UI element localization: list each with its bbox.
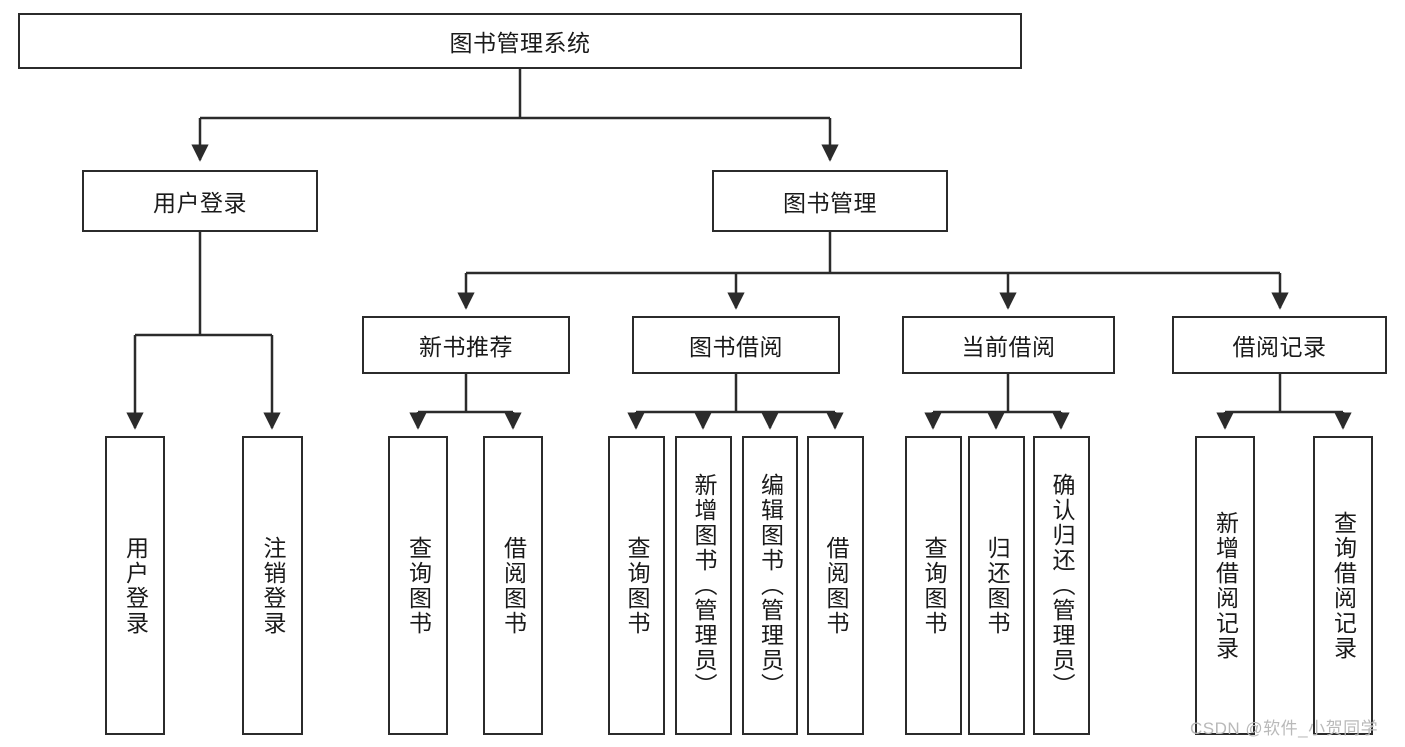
node-label: 注销登录 bbox=[260, 535, 286, 636]
node-root[interactable]: 图书管理系统 bbox=[18, 13, 1022, 69]
node-label: 确认归还（管理员） bbox=[1049, 473, 1075, 698]
node-label: 借阅记录 bbox=[1232, 334, 1327, 360]
node-label: 新书推荐 bbox=[419, 334, 513, 360]
leaf-edit-book-admin[interactable]: 编辑图书（管理员） bbox=[742, 436, 798, 735]
node-label: 新增图书（管理员） bbox=[691, 473, 717, 698]
node-user-login[interactable]: 用户登录 bbox=[82, 170, 318, 232]
node-label: 编辑图书（管理员） bbox=[757, 473, 784, 698]
leaf-confirm-return-admin[interactable]: 确认归还（管理员） bbox=[1033, 436, 1090, 735]
node-label: 查询借阅记录 bbox=[1330, 510, 1357, 661]
node-label: 当前借阅 bbox=[961, 334, 1056, 360]
node-label: 查询图书 bbox=[921, 535, 947, 636]
leaf-query-borrow-record[interactable]: 查询借阅记录 bbox=[1313, 436, 1373, 735]
node-label: 查询图书 bbox=[624, 535, 650, 636]
node-label: 新增借阅记录 bbox=[1212, 510, 1239, 661]
leaf-borrow-book[interactable]: 借阅图书 bbox=[807, 436, 864, 735]
node-new-book-recommend[interactable]: 新书推荐 bbox=[362, 316, 570, 374]
leaf-query-book-current[interactable]: 查询图书 bbox=[905, 436, 962, 735]
node-label: 归还图书 bbox=[984, 535, 1010, 636]
leaf-borrow-book-new[interactable]: 借阅图书 bbox=[483, 436, 543, 735]
node-label: 借阅图书 bbox=[500, 535, 527, 636]
node-borrow-record[interactable]: 借阅记录 bbox=[1172, 316, 1387, 374]
watermark: CSDN @软件_小贺同学 bbox=[1190, 719, 1379, 738]
leaf-return-book[interactable]: 归还图书 bbox=[968, 436, 1025, 735]
leaf-add-book-admin[interactable]: 新增图书（管理员） bbox=[675, 436, 732, 735]
node-label: 借阅图书 bbox=[823, 535, 849, 636]
node-book-borrow[interactable]: 图书借阅 bbox=[632, 316, 840, 374]
node-label: 图书借阅 bbox=[689, 334, 783, 360]
node-book-manage[interactable]: 图书管理 bbox=[712, 170, 948, 232]
leaf-logout-login[interactable]: 注销登录 bbox=[242, 436, 303, 735]
leaf-add-borrow-record[interactable]: 新增借阅记录 bbox=[1195, 436, 1255, 735]
node-label: 查询图书 bbox=[405, 535, 432, 636]
leaf-user-login[interactable]: 用户登录 bbox=[105, 436, 165, 735]
node-label: 图书管理系统 bbox=[449, 30, 591, 56]
node-current-borrow[interactable]: 当前借阅 bbox=[902, 316, 1115, 374]
node-label: 图书管理 bbox=[783, 190, 877, 216]
leaf-query-book-new[interactable]: 查询图书 bbox=[388, 436, 448, 735]
leaf-query-book-borrow[interactable]: 查询图书 bbox=[608, 436, 665, 735]
node-label: 用户登录 bbox=[122, 535, 149, 636]
node-label: 用户登录 bbox=[153, 190, 247, 216]
